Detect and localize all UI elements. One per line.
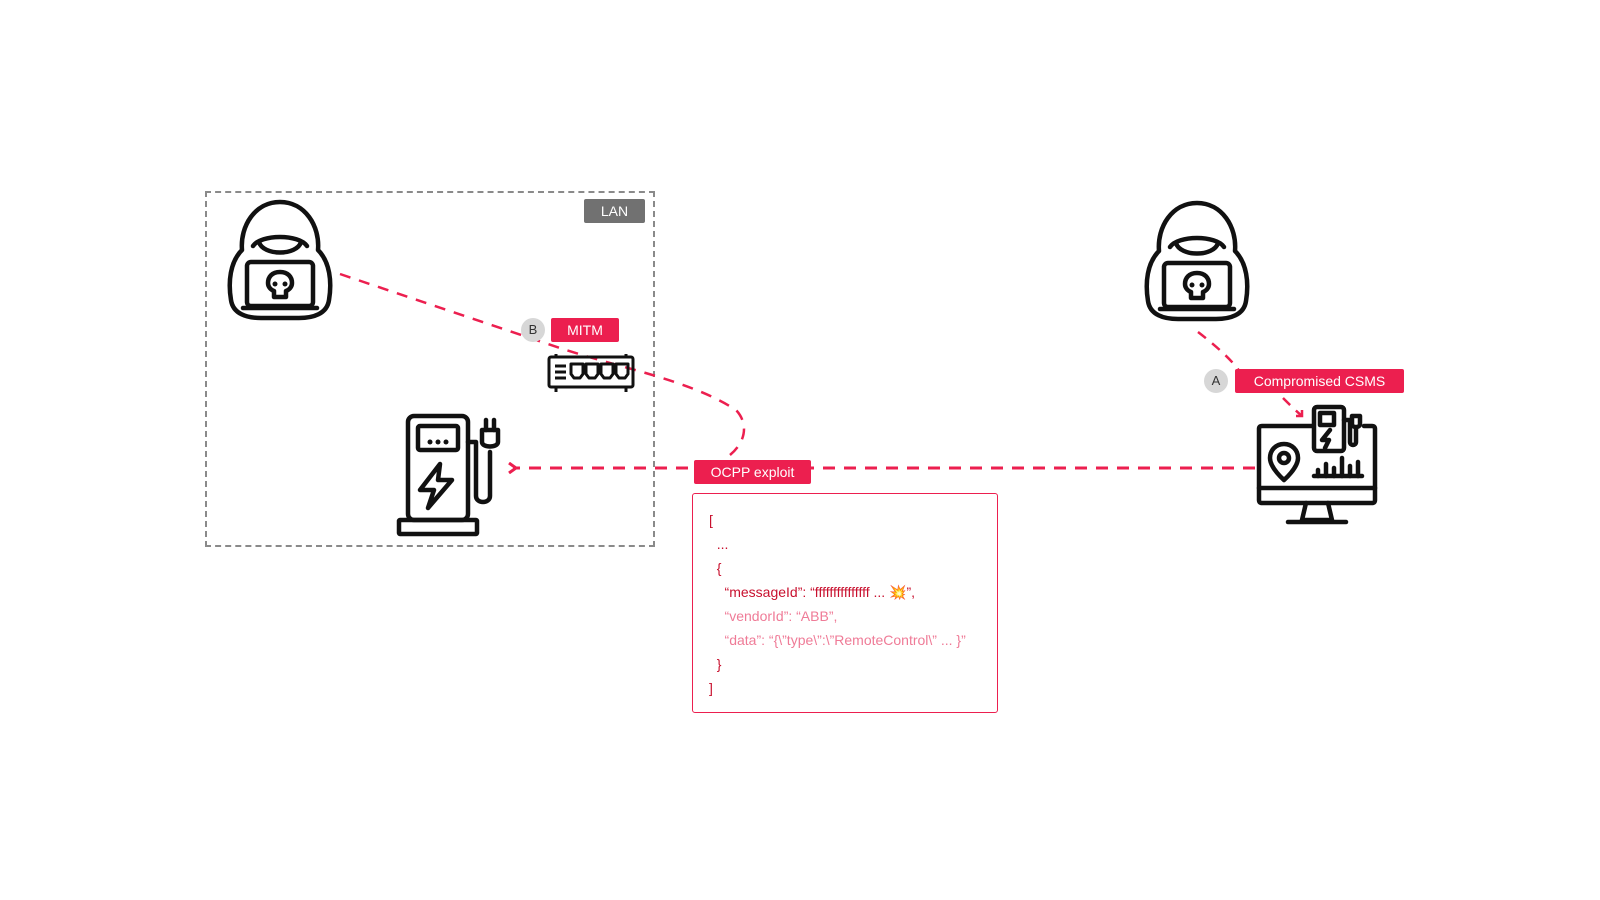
- csms-attack-path: [1197, 331, 1242, 373]
- marker-b: B: [521, 318, 545, 342]
- lan-zone: [205, 191, 655, 547]
- compromised-csms-tag: Compromised CSMS: [1235, 369, 1404, 393]
- mitm-tag: MITM: [551, 318, 619, 342]
- payload-line: ...: [709, 536, 729, 552]
- mitm-path: [339, 272, 746, 460]
- payload-line: “vendorId”: “ABB”,: [709, 608, 838, 624]
- csms-monitor-icon: [1256, 404, 1378, 525]
- lan-tag: LAN: [584, 199, 645, 223]
- payload-line: [: [709, 512, 713, 528]
- payload-line: “messageId”: “fffffffffffffff ... 💥”,: [709, 584, 916, 600]
- csms-attack-path-2: [1282, 397, 1303, 417]
- hacker-icon: [1144, 200, 1250, 322]
- hacker-icon: [227, 199, 333, 321]
- payload-line: {: [709, 560, 722, 576]
- marker-a: A: [1204, 369, 1228, 393]
- network-switch-icon: [547, 354, 635, 392]
- ev-charger-icon: [396, 413, 501, 537]
- payload-line: }: [709, 656, 722, 672]
- exploit-payload-box: [ ... { “messageId”: “fffffffffffffff ..…: [692, 493, 998, 713]
- ocpp-exploit-tag: OCPP exploit: [694, 460, 811, 484]
- payload-line: ]: [709, 680, 713, 696]
- payload-line: “data”: “{\”type\”:\”RemoteControl\” ...…: [709, 632, 966, 648]
